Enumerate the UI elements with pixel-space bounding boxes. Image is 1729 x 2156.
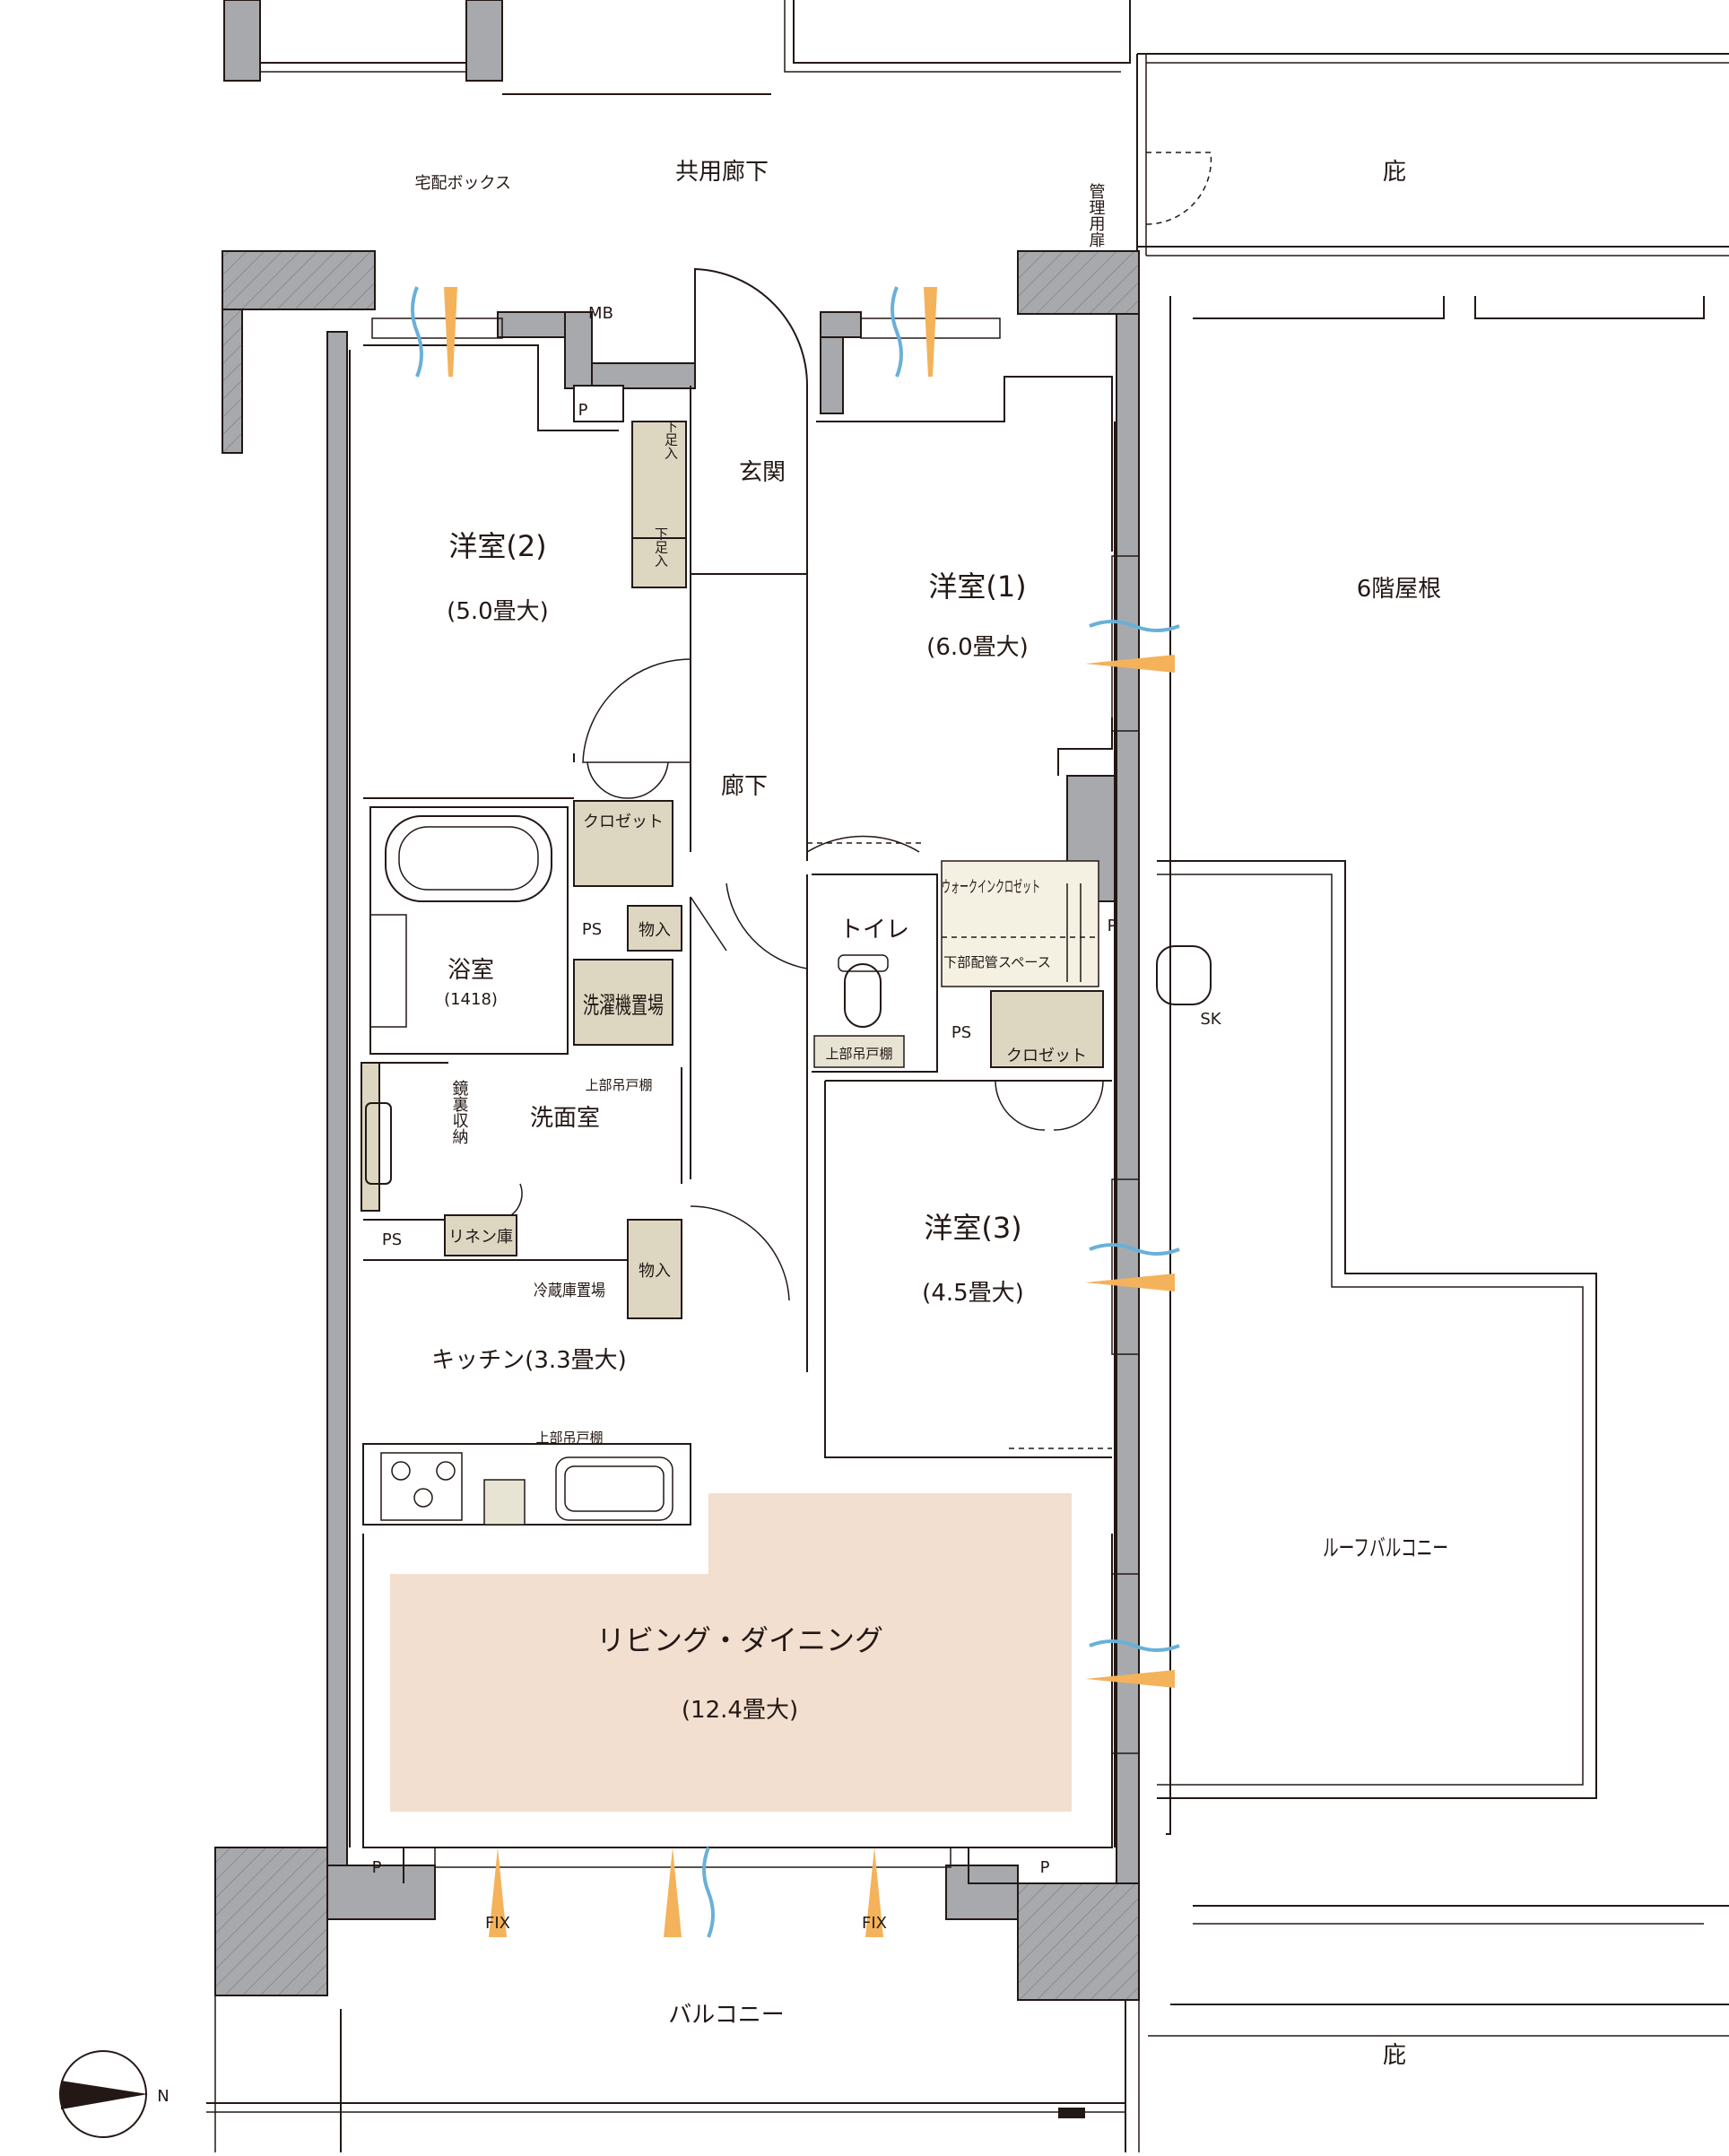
label-room1-name: 洋室(1) — [928, 569, 1026, 604]
label-upper-cabinet-toilet: 上部吊戸棚 — [825, 1046, 892, 1062]
storage-blocks — [361, 385, 1104, 1319]
shoe-storage-lower — [631, 537, 687, 588]
label-closet-room2: クロゼット — [583, 813, 664, 831]
label-balcony: バルコニー — [668, 2002, 784, 2029]
label-hallway: 廊下 — [721, 773, 768, 800]
living-dining-highlight — [390, 1493, 1072, 1812]
label-common-corridor: 共用廊下 — [675, 159, 769, 186]
label-p-3: P — [372, 1858, 382, 1877]
label-ps-2: PS — [951, 1023, 971, 1042]
label-ps-1: PS — [582, 920, 602, 939]
label-living-dining-size: (12.4畳大) — [682, 1697, 798, 1724]
storage-1 — [627, 905, 682, 952]
upper-neighbor-outline — [223, 0, 1729, 256]
label-ps-3: PS — [382, 1230, 402, 1249]
roof-balcony-outline — [1148, 296, 1729, 2037]
label-room3-name: 洋室(3) — [924, 1211, 1021, 1245]
label-bathroom: 浴室 — [447, 957, 494, 984]
sk-sink — [1156, 945, 1212, 1005]
label-room2-size: (5.0畳大) — [447, 598, 549, 625]
bottom-balcony — [206, 1991, 1140, 2152]
label-room1-size: (6.0畳大) — [926, 634, 1029, 661]
label-p-1: P — [578, 401, 588, 420]
label-shoe-storage-2: 下足入 — [653, 527, 669, 568]
label-washroom: 洗面室 — [530, 1105, 600, 1132]
exterior-walls — [214, 250, 1140, 2001]
closet-room2 — [573, 800, 673, 887]
label-p-4: P — [1040, 1858, 1050, 1877]
label-fridge-area: 冷蔵庫置場 — [534, 1282, 605, 1300]
doors — [510, 267, 1104, 1301]
label-room3-size: (4.5畳大) — [922, 1280, 1024, 1307]
label-closet-room3: クロゼット — [1006, 1047, 1087, 1065]
label-entrance: 玄関 — [739, 459, 786, 486]
north-arrow-icon: N — [59, 2050, 169, 2138]
toilet-icon — [838, 954, 889, 1028]
label-bathroom-size: (1418) — [444, 990, 498, 1009]
label-room2-name: 洋室(2) — [448, 529, 546, 563]
air-flow-icon — [411, 286, 1180, 1938]
label-eaves-top: 庇 — [1383, 159, 1406, 186]
washer-area — [573, 959, 673, 1046]
label-walkin-closet: ウォークインクロゼット — [942, 878, 1040, 897]
label-admin-door: 管理用扉 — [1087, 183, 1106, 248]
label-north: N — [157, 2087, 169, 2106]
sunlight-icon — [444, 287, 1175, 1937]
label-upper-cabinet-kitchen: 上部吊戸棚 — [535, 1430, 603, 1446]
label-p-2: P — [1108, 917, 1117, 935]
label-living-dining: リビング・ダイニング — [596, 1623, 883, 1657]
label-roof-balcony: ルーフバルコニー — [1323, 1535, 1448, 1562]
windows — [371, 317, 1140, 1868]
label-storage-2: 物入 — [639, 1262, 671, 1281]
label-fix-right: FIX — [862, 1914, 887, 1933]
storage-2 — [627, 1219, 682, 1319]
label-sk: SK — [1200, 1010, 1221, 1029]
label-roof-6f: 6階屋根 — [1357, 576, 1442, 603]
label-eaves-bottom: 庇 — [1383, 2042, 1406, 2069]
label-toilet: トイレ — [839, 917, 909, 943]
label-washer-area: 洗濯機置場 — [583, 993, 664, 1020]
label-mirror-storage: 鏡裏収納 — [450, 1080, 469, 1144]
label-storage-1: 物入 — [639, 921, 671, 940]
label-fix-left: FIX — [485, 1914, 510, 1933]
bathtub-icon — [385, 815, 552, 902]
label-shoe-storage-1: 下足入 — [663, 420, 679, 460]
closet-room3 — [990, 990, 1104, 1068]
label-mb: MB — [588, 304, 613, 323]
label-kitchen: キッチン(3.3畳大) — [431, 1347, 627, 1374]
sink-icon — [365, 1102, 392, 1185]
label-linen: リネン庫 — [448, 1228, 513, 1247]
linen-storage — [444, 1214, 517, 1256]
stove-burner-icon — [391, 1461, 456, 1508]
label-pipe-space-under: 下部配管スペース — [943, 954, 1051, 970]
label-delivery-box: 宅配ボックス — [415, 174, 511, 193]
label-upper-cabinet-washroom: 上部吊戸棚 — [585, 1077, 652, 1093]
